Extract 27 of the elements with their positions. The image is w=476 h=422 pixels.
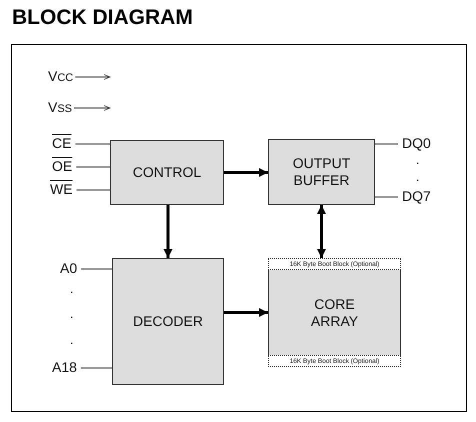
arrow [224, 308, 268, 317]
arrow [164, 205, 172, 258]
continuation-dot: . [416, 153, 420, 167]
pin-label: DQ0 [402, 135, 431, 153]
arrow [74, 105, 110, 111]
function-block [268, 258, 401, 367]
signal-line [76, 166, 110, 168]
pin-label: WE [50, 181, 73, 199]
continuation-dot: . [416, 170, 420, 184]
continuation-dot: . [70, 282, 74, 296]
arrow [74, 74, 110, 80]
pin-label: A0 [60, 260, 78, 278]
pin-label: OE [52, 158, 72, 176]
continuation-dot: . [70, 307, 74, 321]
pin-label: CE [52, 135, 72, 153]
pin-label: A18 [52, 359, 77, 377]
function-block: CONTROL [110, 140, 224, 205]
title: BLOCK DIAGRAM [12, 6, 193, 30]
signal-line [80, 268, 112, 270]
signal-line [374, 196, 398, 198]
block-label: CORE ARRAY [310, 296, 360, 330]
arrow [224, 168, 268, 177]
arrow [317, 205, 326, 258]
pin-label: DQ7 [402, 188, 431, 206]
continuation-dot: . [70, 333, 74, 347]
function-block: OUTPUT BUFFER [268, 139, 375, 205]
function-block: DECODER [112, 258, 224, 385]
